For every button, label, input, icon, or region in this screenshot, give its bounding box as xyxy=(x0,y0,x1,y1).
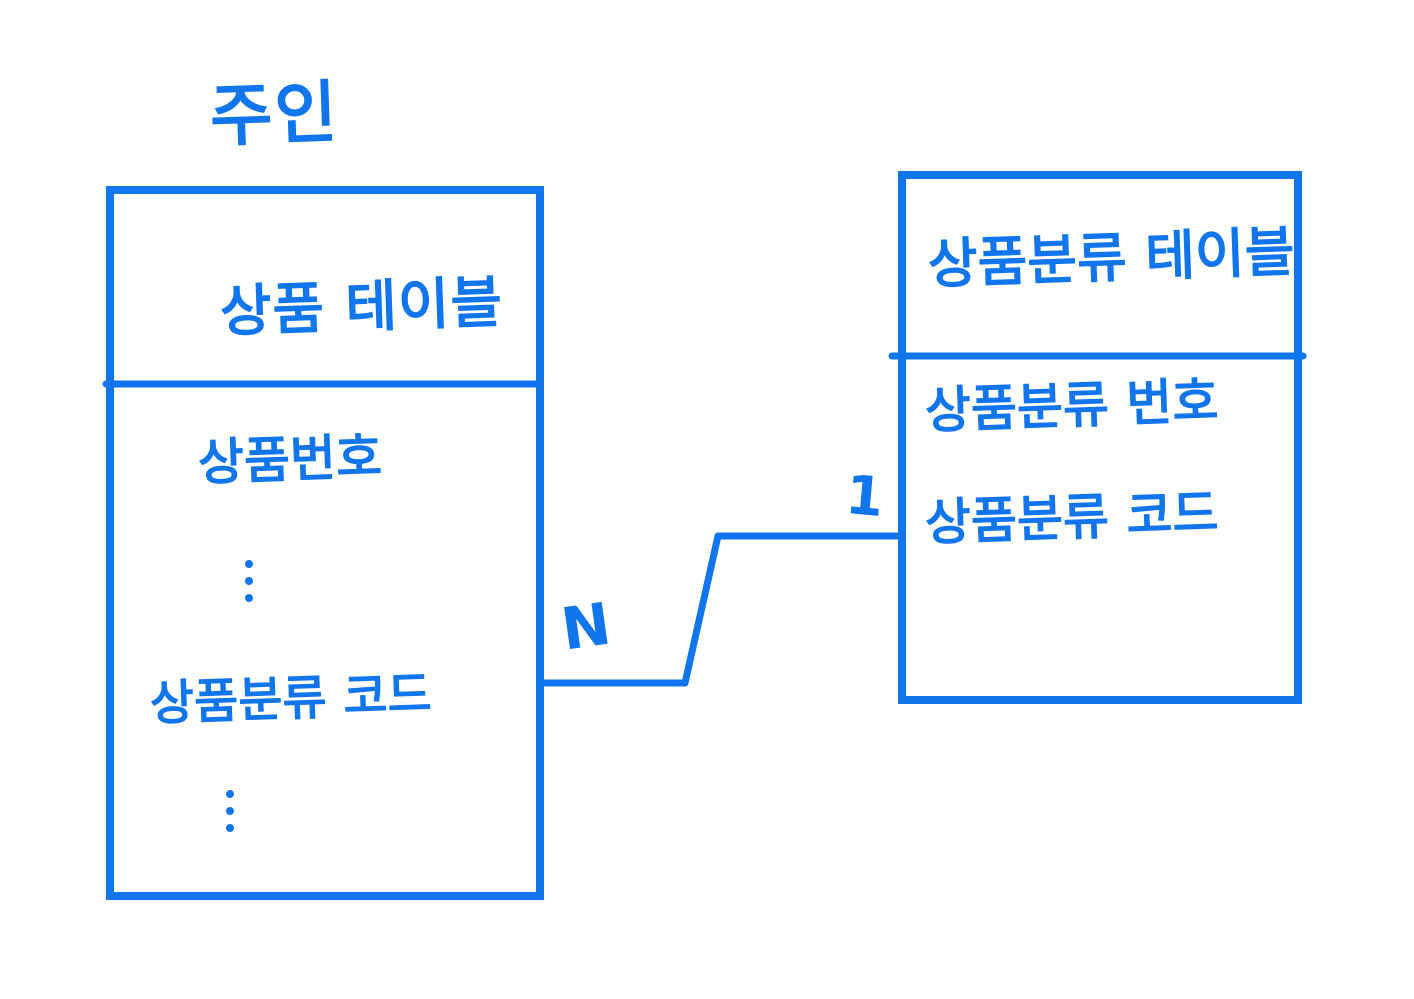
ellipsis-dot xyxy=(245,577,253,585)
ellipsis-dot xyxy=(226,790,234,798)
cardinality-left: N xyxy=(557,589,615,664)
left-table-title: 상품 테이블 xyxy=(218,270,505,345)
left-entity-border xyxy=(106,186,544,900)
relationship-connector xyxy=(536,532,906,687)
right-table-title: 상품분류 테이블 xyxy=(926,220,1296,296)
cardinality-right: 1 xyxy=(843,463,887,530)
ellipsis-dot xyxy=(245,594,253,602)
ellipsis-dot xyxy=(226,807,234,815)
right-entity-border xyxy=(898,171,1302,704)
vertical-ellipsis-icon xyxy=(223,790,237,834)
vertical-ellipsis-icon xyxy=(242,560,256,604)
ellipsis-dot xyxy=(245,560,253,568)
left-entity-label: 주인 xyxy=(208,73,341,157)
right-attribute-2: 상품분류 코드 xyxy=(923,483,1220,552)
left-entity-box xyxy=(102,186,544,900)
left-attribute-1: 상품번호 xyxy=(196,427,383,492)
ellipsis-dot xyxy=(226,824,234,832)
right-attribute-1: 상품분류 번호 xyxy=(923,371,1220,440)
left-attribute-2: 상품분류 코드 xyxy=(149,666,433,732)
right-entity-box xyxy=(888,171,1307,704)
